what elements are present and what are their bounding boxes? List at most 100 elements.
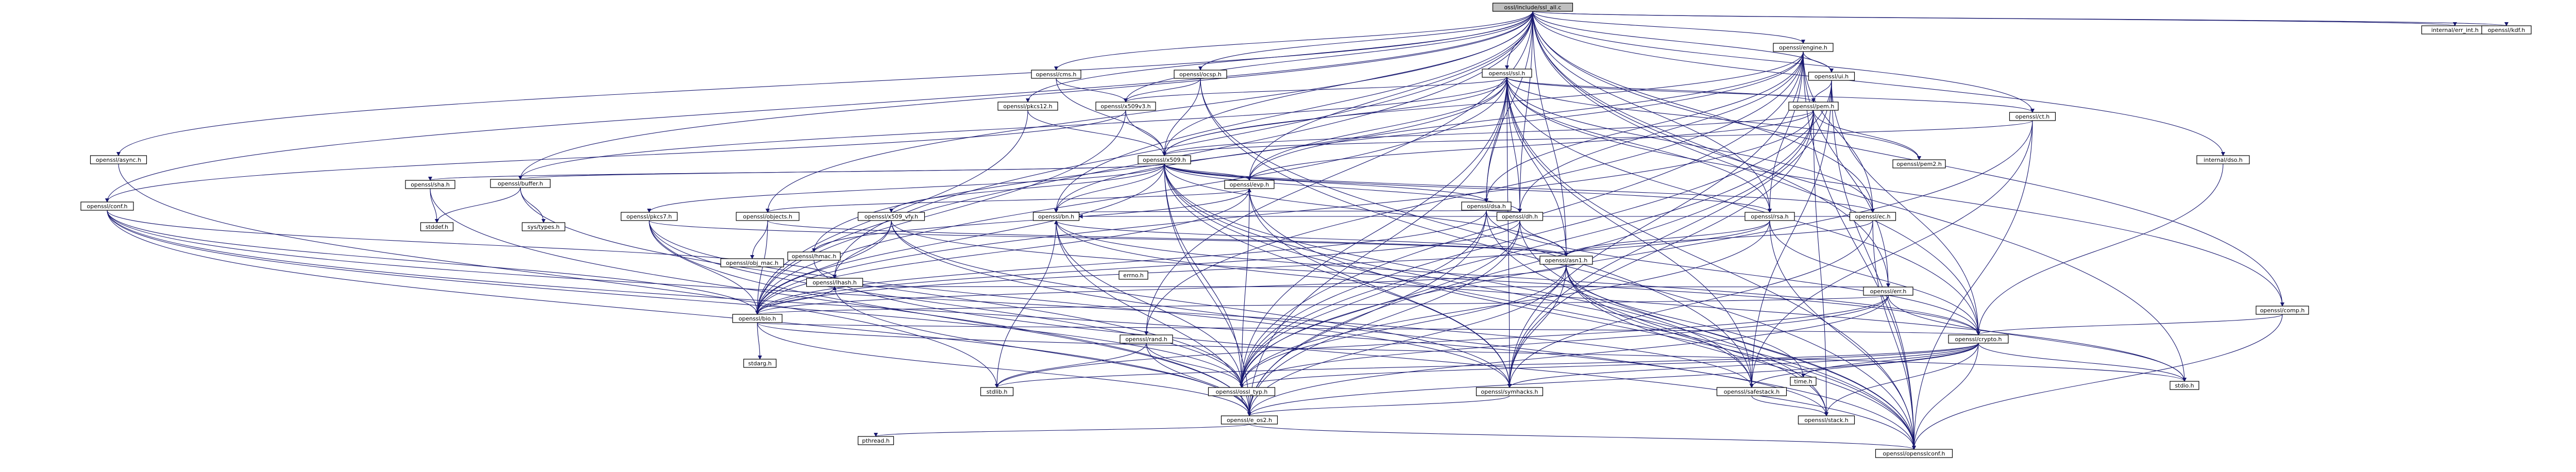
node-box bbox=[1892, 159, 1946, 168]
graph-node-opensslconf[interactable]: openssl/opensslconf.h bbox=[1875, 449, 1953, 458]
graph-node-objects[interactable]: openssl/objects.h bbox=[736, 212, 800, 221]
edge-engine-to-rsa bbox=[1768, 51, 1804, 213]
graph-node-ct[interactable]: openssl/ct.h bbox=[2009, 112, 2056, 121]
edge-e_os2-to-pthread bbox=[874, 424, 1250, 437]
graph-node-comp[interactable]: openssl/comp.h bbox=[2256, 306, 2309, 315]
graph-node-err[interactable]: openssl/err.h bbox=[1863, 286, 1913, 296]
graph-node-pem[interactable]: openssl/pem.h bbox=[1788, 102, 1839, 111]
graph-node-async[interactable]: openssl/async.h bbox=[90, 155, 147, 164]
graph-node-engine[interactable]: openssl/engine.h bbox=[1773, 43, 1834, 52]
graph-node-conf[interactable]: openssl/conf.h bbox=[80, 201, 134, 211]
edge-rand-to-e_os2 bbox=[1146, 343, 1251, 416]
edge-ocsp-to-safestack bbox=[1200, 78, 1754, 388]
graph-node-x509[interactable]: openssl/x509.h bbox=[1138, 155, 1191, 164]
graph-node-ec[interactable]: openssl/ec.h bbox=[1849, 212, 1896, 221]
graph-node-crypto[interactable]: openssl/crypto.h bbox=[1948, 334, 2009, 344]
node-label: openssl/sha.h bbox=[411, 181, 450, 188]
graph-node-stdio[interactable]: stdio.h bbox=[2170, 381, 2199, 390]
node-label: openssl/symhacks.h bbox=[1481, 389, 1538, 395]
graph-node-evp[interactable]: openssl/evp.h bbox=[1224, 180, 1275, 189]
graph-node-e-os2[interactable]: openssl/e_os2.h bbox=[1221, 415, 1278, 425]
edge-ui-to-crypto bbox=[1831, 80, 1980, 335]
graph-node-dh[interactable]: openssl/dh.h bbox=[1496, 212, 1544, 221]
graph-node-pkcs12[interactable]: openssl/pkcs12.h bbox=[997, 102, 1058, 111]
graph-node-err-int[interactable]: internal/err_int.h bbox=[2421, 25, 2489, 35]
graph-node-time[interactable]: time.h bbox=[1790, 377, 1817, 386]
edge-crypto-to-e_os2 bbox=[1247, 343, 1979, 416]
node-box bbox=[1744, 212, 1795, 221]
node-label: internal/dso.h bbox=[2204, 157, 2243, 163]
graph-node-dsa[interactable]: openssl/dsa.h bbox=[1461, 201, 1512, 211]
edge-ui-to-ossl_typ bbox=[1240, 80, 1832, 388]
edge-x509_vfy-to-crypto bbox=[891, 220, 1980, 335]
graph-node-bio[interactable]: openssl/bio.h bbox=[732, 314, 783, 323]
graph-node-hmac[interactable]: openssl/hmac.h bbox=[787, 251, 841, 261]
graph-node-ssl[interactable]: openssl/ssl.h bbox=[1482, 69, 1532, 78]
graph-node-stdlib[interactable]: stdlib.h bbox=[980, 387, 1014, 396]
edge-x509-to-sha bbox=[428, 163, 1165, 181]
edge-ssl-to-dsa bbox=[1484, 77, 1507, 203]
edge-root-to-rsa bbox=[1532, 11, 1772, 213]
node-label: openssl/bio.h bbox=[739, 315, 776, 322]
graph-node-pthread[interactable]: pthread.h bbox=[857, 436, 894, 445]
edge-asn1-to-stack bbox=[1566, 264, 1828, 416]
edge-ssl-to-buffer bbox=[518, 77, 1507, 180]
graph-node-stdarg[interactable]: stdarg.h bbox=[743, 359, 777, 368]
graph-node-rsa[interactable]: openssl/rsa.h bbox=[1744, 212, 1795, 221]
edge-conf-to-stack bbox=[107, 210, 1828, 416]
node-box bbox=[1863, 286, 1913, 296]
edge-hmac-to-evp bbox=[814, 188, 1251, 252]
graph-node-lhash[interactable]: openssl/lhash.h bbox=[806, 278, 863, 287]
graph-node-ui[interactable]: openssl/ui.h bbox=[1808, 72, 1855, 81]
edge-objects-to-obj_mac bbox=[750, 220, 768, 259]
graph-node-cms[interactable]: openssl/cms.h bbox=[1031, 70, 1081, 79]
node-box bbox=[1798, 415, 1855, 425]
edge-root-to-conf bbox=[105, 11, 1533, 203]
edge-ssl-to-ossl_typ bbox=[1240, 77, 1507, 388]
node-box bbox=[2256, 306, 2309, 315]
edge-conf-to-safestack bbox=[107, 210, 1754, 388]
graph-node-x509v3[interactable]: openssl/x509v3.h bbox=[1095, 102, 1156, 111]
edge-objects-to-asn1 bbox=[767, 220, 1568, 257]
node-box bbox=[1138, 155, 1191, 164]
edge-ssl-to-crypto bbox=[1506, 77, 1980, 335]
graph-node-pem2[interactable]: openssl/pem2.h bbox=[1892, 159, 1946, 168]
edge-pem-to-pem2 bbox=[1813, 110, 1921, 160]
graph-node-ocsp[interactable]: openssl/ocsp.h bbox=[1174, 70, 1227, 79]
graph-node-ossl-typ[interactable]: openssl/ossl_typ.h bbox=[1208, 387, 1276, 396]
graph-node-x509-vfy[interactable]: openssl/x509_vfy.h bbox=[857, 212, 925, 221]
graph-node-errno[interactable]: errno.h bbox=[1118, 271, 1148, 280]
graph-node-systypes[interactable]: sys/types.h bbox=[521, 222, 566, 231]
edge-sha-to-stddef bbox=[430, 188, 439, 223]
graph-node-safestack[interactable]: openssl/safestack.h bbox=[1716, 387, 1787, 396]
graph-node-symhacks[interactable]: openssl/symhacks.h bbox=[1476, 387, 1544, 396]
graph-node-obj-mac[interactable]: openssl/obj_mac.h bbox=[720, 258, 784, 267]
node-box bbox=[420, 222, 454, 231]
node-box bbox=[1790, 377, 1817, 386]
edge-dh-to-opensslconf bbox=[1519, 220, 1916, 450]
node-box bbox=[997, 102, 1058, 111]
node-box bbox=[1461, 201, 1512, 211]
graph-node-buffer[interactable]: openssl/buffer.h bbox=[490, 179, 551, 188]
graph-node-stack[interactable]: openssl/stack.h bbox=[1798, 415, 1855, 425]
edge-dh-to-e_os2 bbox=[1247, 220, 1520, 416]
node-label: openssl/opensslconf.h bbox=[1883, 450, 1945, 457]
graph-node-rand[interactable]: openssl/rand.h bbox=[1120, 334, 1173, 344]
node-label: stdarg.h bbox=[748, 360, 772, 367]
graph-node-sha[interactable]: openssl/sha.h bbox=[405, 180, 455, 189]
graph-node-asn1[interactable]: openssl/asn1.h bbox=[1539, 256, 1593, 265]
graph-node-root[interactable]: ossl/include/ssl_all.c bbox=[1492, 3, 1573, 12]
edge-ssl-to-dh bbox=[1506, 77, 1522, 213]
edge-err-to-stdio bbox=[1888, 295, 2187, 382]
graph-node-bn[interactable]: openssl/bn.h bbox=[1032, 212, 1080, 221]
graph-node-dso[interactable]: internal/dso.h bbox=[2196, 155, 2250, 164]
graph-node-pkcs7[interactable]: openssl/pkcs7.h bbox=[620, 212, 678, 221]
graph-node-stddef[interactable]: stddef.h bbox=[420, 222, 454, 231]
edge-rsa-to-bio bbox=[755, 220, 1770, 315]
graph-node-kdf[interactable]: openssl/kdf.h bbox=[2481, 25, 2532, 35]
edge-ui-to-opensslconf bbox=[1831, 80, 1916, 450]
edge-engine-to-evp bbox=[1247, 51, 1804, 181]
edge-ssl-to-symhacks bbox=[1506, 77, 1512, 388]
node-box bbox=[1808, 72, 1855, 81]
edge-err-to-bio bbox=[755, 295, 1889, 315]
